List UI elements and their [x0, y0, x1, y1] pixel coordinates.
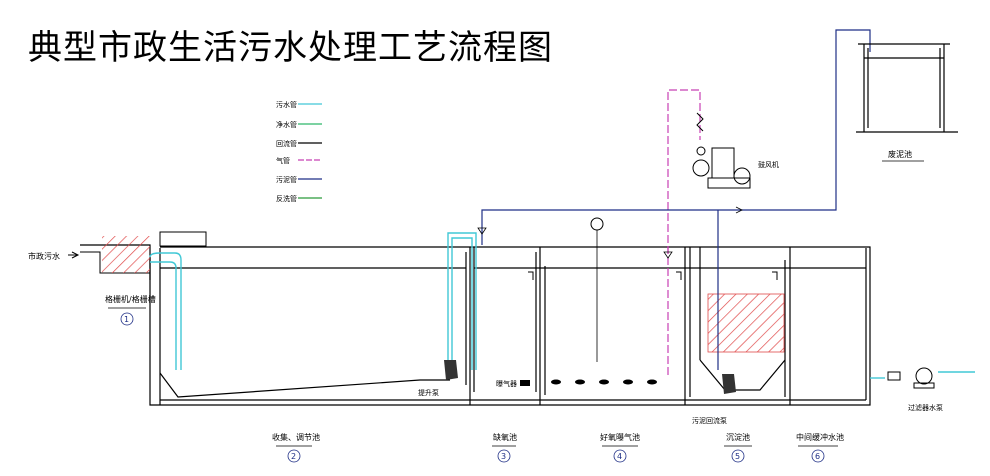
- air-pipe: [667, 89, 701, 375]
- legend-item-sewage: 污水管: [276, 100, 322, 109]
- sewage-pipe: [149, 232, 975, 379]
- legend-item-clean: 净水管: [276, 120, 322, 129]
- air-valve-icon: [663, 251, 673, 259]
- stage-4: 好氧曝气池 4: [600, 432, 640, 463]
- stage-1: 格栅机/格栅槽 1: [105, 294, 156, 326]
- aerator-label: 曝气器: [496, 379, 517, 388]
- stage-name: 缺氧池: [493, 432, 517, 442]
- lift-pump-label: 提升泵: [418, 388, 439, 397]
- backwash-pump-label: 过滤器水泵: [908, 403, 943, 412]
- legend-item-return: 回流管: [276, 139, 322, 148]
- stage-number: 4: [617, 452, 622, 461]
- sludge-arrow-icon: [735, 206, 743, 214]
- inlet-arrow-icon: [71, 251, 80, 259]
- stage-number: 1: [124, 315, 129, 324]
- sludge-tank-label: 废泥池: [888, 149, 912, 159]
- legend-label: 净水管: [276, 120, 297, 129]
- page-title: 典型市政生活污水处理工艺流程图: [28, 28, 553, 68]
- stage-name: 好氧曝气池: [600, 432, 640, 442]
- sludge-pump-label: 污泥回流泵: [692, 416, 727, 425]
- legend-label: 反洗管: [276, 194, 297, 203]
- blower-label: 鼓风机: [758, 160, 779, 169]
- weirs: [528, 271, 778, 280]
- blower: 鼓风机: [692, 112, 779, 189]
- return-valve-icon: [477, 227, 487, 235]
- stage-5: 沉淀池 5: [724, 432, 752, 463]
- legend-label: 污水管: [276, 100, 297, 109]
- main-tank: [149, 246, 871, 406]
- stage-name: 中间缓冲水池: [796, 432, 844, 442]
- stage-number: 2: [291, 452, 296, 461]
- aeration-system: 曝气器: [496, 217, 657, 388]
- stage-name: 沉淀池: [726, 432, 750, 442]
- inlet-label: 市政污水: [28, 251, 60, 261]
- sludge-pipe: [481, 29, 871, 370]
- grille-hatch: [102, 236, 150, 273]
- stage-2: 收集、调节池 2: [272, 432, 320, 463]
- legend-label: 回流管: [276, 139, 297, 148]
- legend: 污水管 净水管 回流管 气管 污泥管 反洗管: [276, 100, 322, 203]
- grille-machine: [159, 231, 207, 247]
- legend-item-backwash: 反洗管: [276, 194, 322, 203]
- legend-label: 气管: [276, 156, 290, 165]
- sludge-tank: 废泥池: [856, 43, 958, 162]
- stage-labels: 格栅机/格栅槽 1 收集、调节池 2 缺氧池 3 好氧曝气池 4 沉淀池: [105, 294, 844, 463]
- stage-name: 格栅机/格栅槽: [105, 294, 156, 304]
- legend-item-sludge: 污泥管: [276, 175, 322, 184]
- stage-3: 缺氧池 3: [492, 432, 517, 463]
- stage-number: 5: [735, 452, 740, 461]
- stage-name: 收集、调节池: [272, 432, 320, 442]
- settling-media: [707, 293, 785, 353]
- lift-pump: 提升泵: [418, 360, 458, 397]
- backwash-pump: 过滤器水泵: [887, 367, 943, 412]
- grille-channel: 市政污水: [28, 231, 207, 280]
- legend-item-air: 气管: [276, 156, 322, 165]
- aerator-icons: [551, 379, 657, 385]
- sludge-pump: 污泥回流泵: [692, 374, 736, 425]
- stage-6: 中间缓冲水池 6: [796, 432, 844, 463]
- stage-number: 6: [815, 452, 820, 461]
- stage-number: 3: [501, 452, 506, 461]
- legend-label: 污泥管: [276, 175, 297, 184]
